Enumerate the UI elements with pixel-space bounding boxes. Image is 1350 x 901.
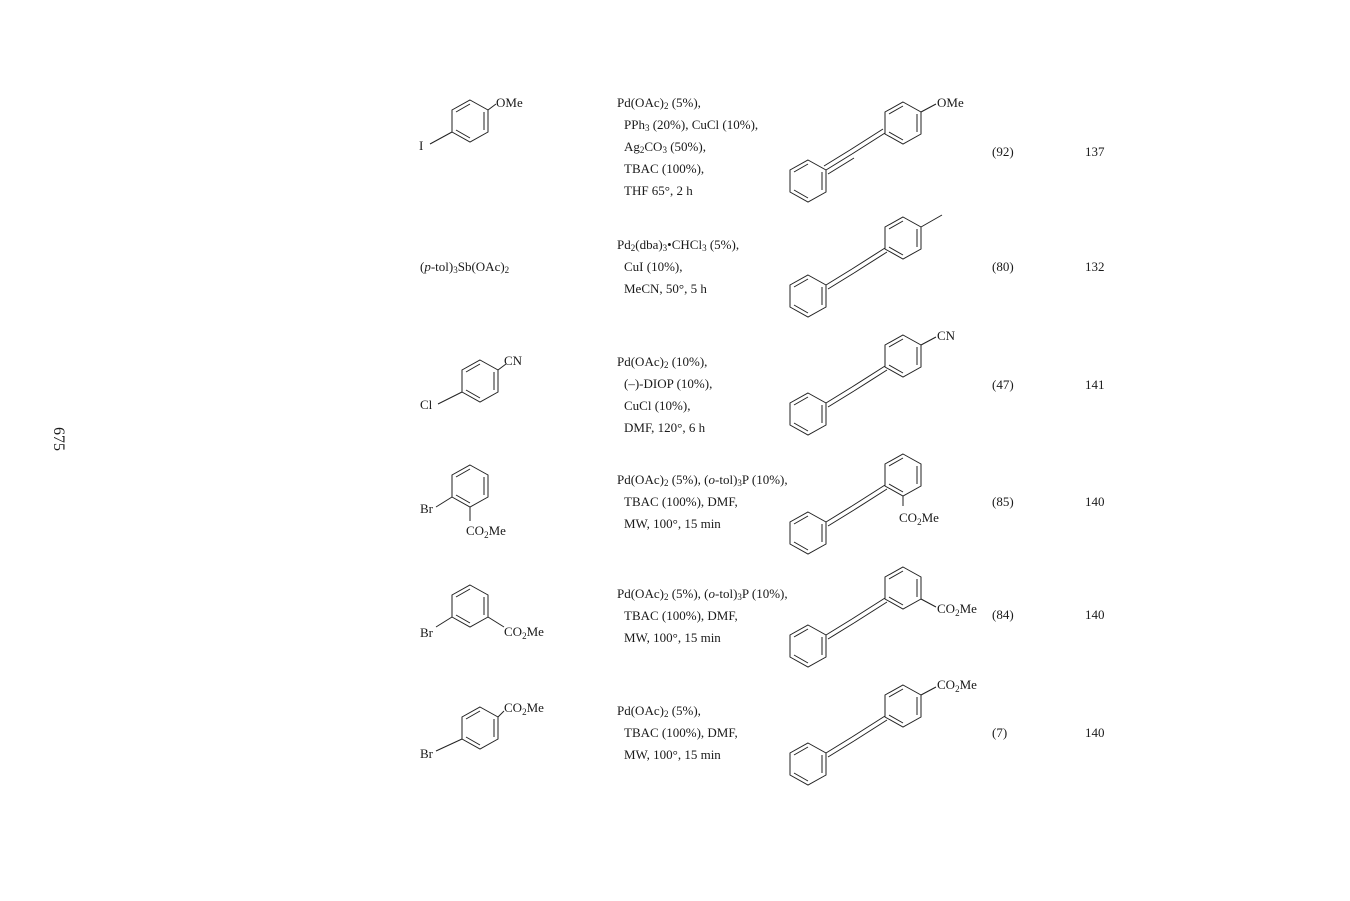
substrate-structure: Br CO2Me [420, 584, 544, 641]
yield: (80) [992, 259, 1014, 274]
yield: (92) [992, 144, 1014, 159]
substrate-structure: OMe I [419, 95, 523, 153]
product-structure [789, 214, 943, 318]
substituent-label: CO2Me [899, 510, 939, 527]
substrate-structure: CO2Me Br [420, 700, 544, 761]
page-number: 675 [50, 427, 67, 451]
conditions: Pd(OAc)2 (5%), (o-tol)3P (10%), TBAC (10… [617, 472, 788, 531]
substituent-label: CO2Me [504, 624, 544, 641]
reference: 132 [1085, 259, 1105, 274]
reference: 140 [1085, 725, 1105, 740]
substituent-label: CN [504, 353, 523, 368]
yield: (85) [992, 494, 1014, 509]
conditions: Pd(OAc)2 (10%), (–)-DIOP (10%), CuCl (10… [617, 354, 713, 435]
substituent-label: CO2Me [466, 523, 506, 540]
yield: (7) [992, 725, 1008, 740]
conditions: Pd(OAc)2 (5%), (o-tol)3P (10%), TBAC (10… [617, 586, 788, 645]
substituent-label: OMe [937, 95, 964, 110]
substituent-label: Br [420, 746, 434, 761]
product-structure: OMe [789, 95, 964, 203]
substituent-label: CO2Me [937, 677, 977, 694]
reference: 137 [1085, 144, 1105, 159]
product-structure: CO2Me [789, 677, 977, 786]
yield: (47) [992, 377, 1014, 392]
conditions: Pd(OAc)2 (5%), PPh3 (20%), CuCl (10%), A… [617, 95, 759, 198]
substituent-label: I [419, 138, 423, 153]
substrate-formula: (p-tol)3Sb(OAc)2 [420, 259, 510, 275]
substituent-label: CO2Me [937, 601, 977, 618]
product-structure: CO2Me [789, 566, 977, 668]
substituent-label: Br [420, 625, 434, 640]
reference: 141 [1085, 377, 1105, 392]
substituent-label: Cl [420, 397, 433, 412]
substituent-label: CO2Me [504, 700, 544, 717]
substituent-label: Br [420, 501, 434, 516]
product-structure: CO2Me [789, 453, 939, 555]
conditions: Pd(OAc)2 (5%), TBAC (100%), DMF, MW, 100… [617, 703, 738, 762]
conditions: Pd2(dba)3•CHCl3 (5%), CuI (10%), MeCN, 5… [617, 237, 740, 296]
reference: 140 [1085, 494, 1105, 509]
substituent-label: CN [937, 328, 956, 343]
product-structure: CN [789, 328, 956, 436]
reference: 140 [1085, 607, 1105, 622]
yield: (84) [992, 607, 1014, 622]
substrate-structure: CN Cl [420, 353, 523, 412]
substrate-structure: Br CO2Me [420, 464, 506, 540]
substituent-label: OMe [496, 95, 523, 110]
